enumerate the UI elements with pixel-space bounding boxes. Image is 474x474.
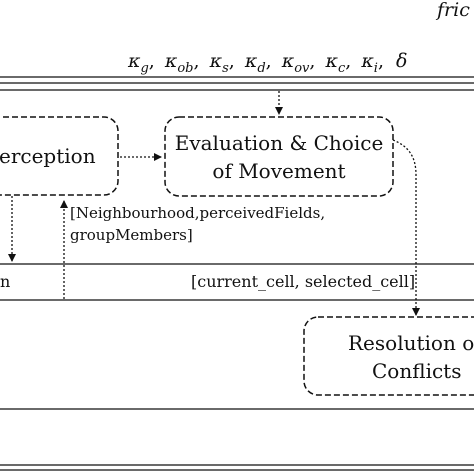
param-sub-g: g [140,61,148,76]
param-kappa-ob: κ [164,50,178,72]
param-sep: , [229,50,235,72]
resolution-box [303,316,474,396]
parameter-list: κg, κob, κs, κd, κov, κc, κi, δ [127,50,408,76]
perception-output-line2: groupMembers] [70,226,193,244]
param-sub-ob: ob [177,61,193,76]
evaluation-label-line2: of Movement [212,159,345,183]
param-kappa-s: κ [209,50,223,72]
band-left-fragment: n [0,272,10,291]
param-kappa-c: κ [324,50,338,72]
param-sub-ov: ov [294,61,310,76]
param-sep: , [345,50,351,72]
param-sub-i: i [374,61,378,76]
param-kappa-i: κ [360,50,374,72]
evaluation-to-resolution-arrow [392,139,420,316]
param-sep: , [309,50,315,72]
param-sep: , [378,50,384,72]
perception-box [0,116,119,196]
perception-label: erception [0,144,96,168]
param-sep: , [266,50,272,72]
evaluation-output: [current_cell, selected_cell] [191,272,415,291]
evaluation-label-line1: Evaluation & Choice [175,131,384,155]
resolution-label-line2: Conflicts [372,359,461,383]
param-kappa-ov: κ [281,50,295,72]
param-sub-s: s [222,61,229,76]
param-sep: , [149,50,155,72]
resolution-label-line1: Resolution o [348,331,474,355]
param-sub-d: d [257,61,265,76]
top-label: fric [435,0,470,21]
param-sub-c: c [338,61,346,76]
bottom-double-rule [0,464,474,471]
param-sep: , [194,50,200,72]
shared-data-band [0,263,474,301]
param-kappa-d: κ [244,50,258,72]
param-delta: δ [396,50,407,72]
parameter-bus-lines [0,76,474,91]
perception-output-line1: [Neighbourhood,perceivedFields, [70,204,325,222]
evaluation-box [164,116,394,197]
param-kappa-g: κ [127,50,141,72]
